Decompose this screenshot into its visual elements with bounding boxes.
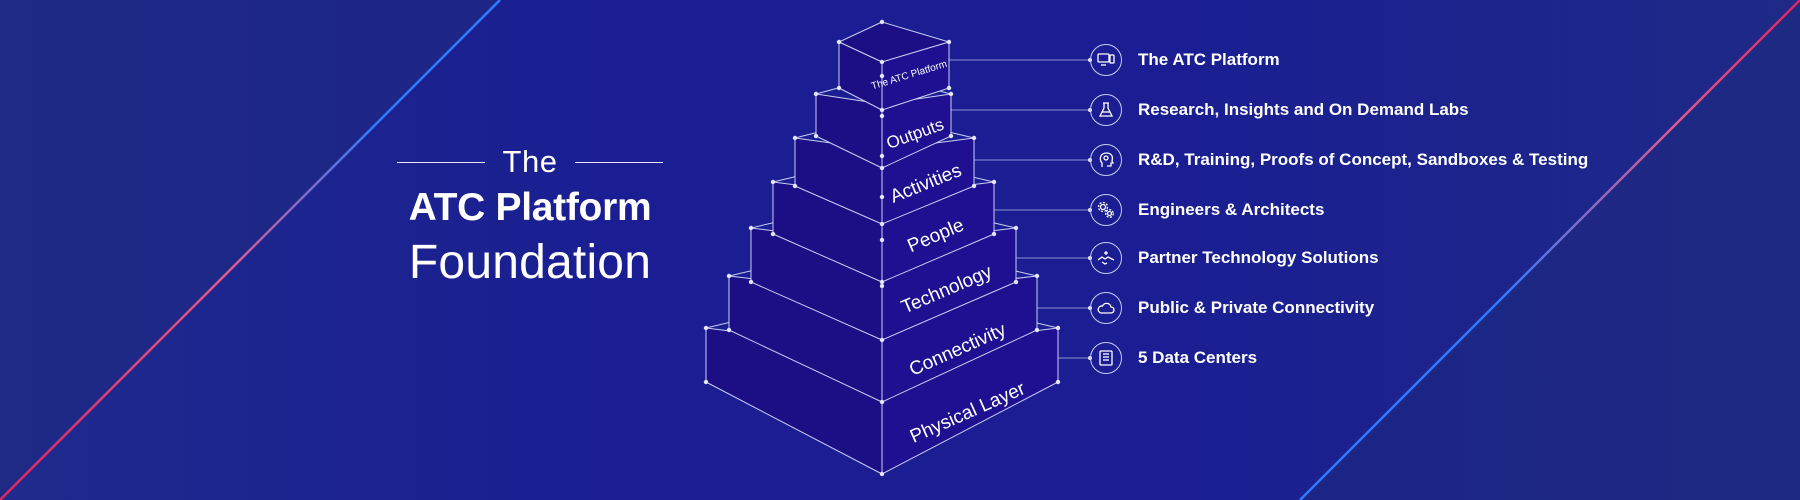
legend-label-connectivity: Public & Private Connectivity [1138,298,1375,317]
legend-label-engineers: Engineers & Architects [1138,200,1325,219]
legend-label-datacenters: 5 Data Centers [1138,348,1258,367]
monitor-icon [1090,44,1122,76]
title-line-platform: ATC Platform [408,186,652,229]
page-title: The ATC Platform Foundation [380,142,680,292]
flask-icon [1090,94,1122,126]
accent-stripe-right [1299,0,1800,500]
handshake-icon [1090,242,1122,274]
server-icon [1090,342,1122,374]
gears-icon [1090,194,1122,226]
title-line-the: The [502,144,558,179]
legend-label-rnd: R&D, Training, Proofs of Concept, Sandbo… [1138,150,1589,169]
legend-label-platform: The ATC Platform [1138,50,1280,69]
cloud-icon [1090,292,1122,324]
accent-stripe-left [0,0,501,500]
title-rule-right [575,161,664,163]
title-rule-left [396,161,485,163]
title-line-foundation: Foundation [408,236,652,289]
head-brain-icon [1090,144,1122,176]
legend-label-partner: Partner Technology Solutions [1138,248,1379,267]
legend-label-research: Research, Insights and On Demand Labs [1138,100,1469,119]
